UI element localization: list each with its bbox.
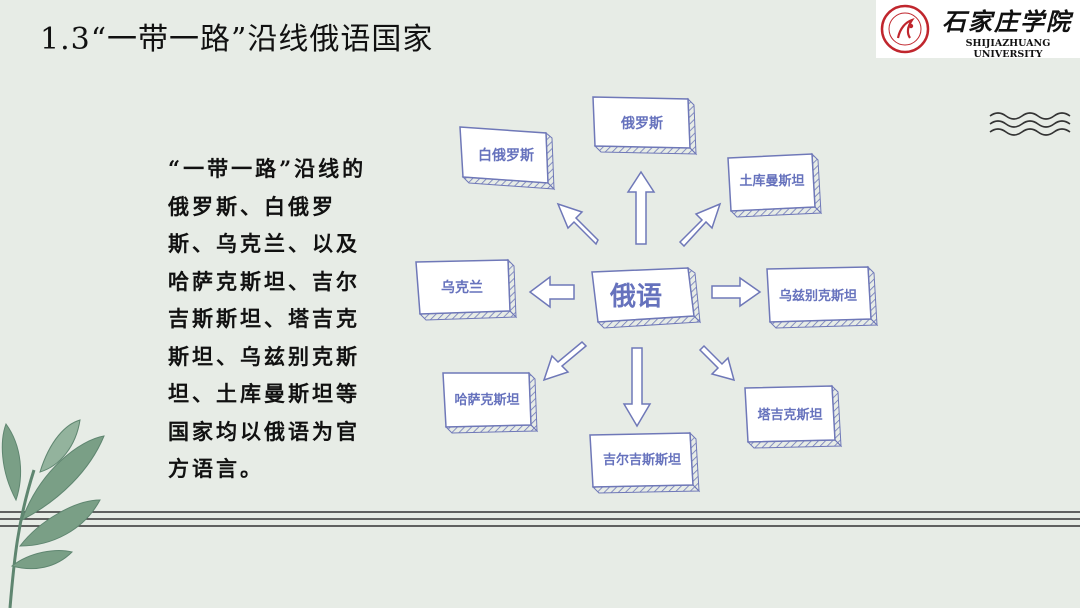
node-ukraine-label: 乌克兰 bbox=[441, 279, 483, 296]
node-kyrgyzstan: 吉尔吉斯斯坦 bbox=[589, 431, 701, 494]
university-name-en: SHIJIAZHUANG UNIVERSITY bbox=[965, 38, 1051, 60]
node-kazakhstan: 哈萨克斯坦 bbox=[442, 371, 539, 434]
node-kyrgyzstan-label: 吉尔吉斯斯坦 bbox=[603, 452, 681, 468]
arrow-right-icon bbox=[711, 276, 762, 308]
arrow-up-icon bbox=[626, 170, 656, 245]
node-russia: 俄罗斯 bbox=[592, 96, 698, 156]
arrow-left-icon bbox=[528, 275, 575, 309]
node-ukraine: 乌克兰 bbox=[415, 258, 518, 321]
node-kazakhstan-label: 哈萨克斯坦 bbox=[454, 392, 519, 408]
university-name-cn: 石家庄学院 bbox=[942, 7, 1072, 36]
node-uzbekistan-label: 乌兹别克斯坦 bbox=[779, 288, 857, 304]
arrow-down-left-icon bbox=[542, 340, 588, 382]
arrow-up-right-icon bbox=[678, 202, 722, 248]
node-russia-label: 俄罗斯 bbox=[620, 115, 663, 132]
arrow-down-icon bbox=[622, 347, 652, 428]
center-node: 俄语 bbox=[591, 266, 702, 329]
node-turkmenistan-label: 土库曼斯坦 bbox=[739, 173, 804, 189]
node-belarus-label: 白俄罗斯 bbox=[478, 147, 534, 164]
bottom-lines bbox=[0, 511, 1080, 527]
university-seal-icon bbox=[880, 4, 930, 54]
university-logo: 石家庄学院 SHIJIAZHUANG UNIVERSITY bbox=[876, 0, 1080, 60]
node-uzbekistan: 乌兹别克斯坦 bbox=[766, 265, 879, 329]
wavy-lines-icon bbox=[989, 112, 1071, 136]
body-paragraph: “一带一路”沿线的俄罗斯、白俄罗斯、乌克兰、以及哈萨克斯坦、吉尔吉斯斯坦、塔吉克… bbox=[168, 156, 367, 481]
center-node-label: 俄语 bbox=[609, 282, 662, 312]
node-turkmenistan: 土库曼斯坦 bbox=[727, 152, 823, 218]
arrow-up-left-icon bbox=[556, 202, 599, 246]
node-belarus: 白俄罗斯 bbox=[459, 126, 556, 191]
slide-title: 1.3“一带一路”沿线俄语国家 bbox=[40, 22, 434, 57]
node-tajikistan-label: 塔吉克斯坦 bbox=[757, 407, 822, 423]
node-tajikistan: 塔吉克斯坦 bbox=[744, 384, 843, 449]
arrow-down-right-icon bbox=[698, 344, 736, 382]
plant-icon bbox=[1, 419, 105, 608]
